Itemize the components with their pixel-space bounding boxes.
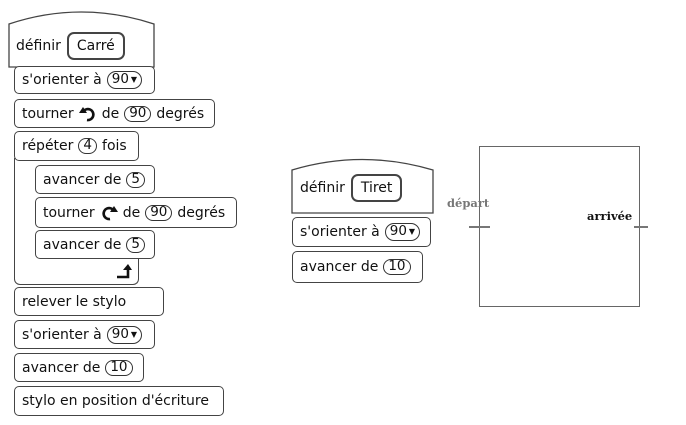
define-label: définir	[16, 38, 61, 54]
orient-block-2[interactable]: s'orienter à 90▼	[14, 320, 155, 349]
orient-value: 90	[112, 73, 129, 87]
move-block-2[interactable]: avancer de 5	[35, 230, 155, 259]
dropdown-arrow-icon: ▼	[131, 331, 137, 339]
orient-block-tiret[interactable]: s'orienter à 90▼	[292, 217, 431, 247]
move-value-input[interactable]: 5	[126, 172, 145, 188]
rotate-ccw-icon	[79, 106, 97, 122]
turn-label: tourner	[43, 206, 95, 220]
move-value-input[interactable]: 5	[126, 237, 145, 253]
pen-up-label: relever le stylo	[22, 295, 126, 309]
turn-de-label: de	[123, 206, 141, 220]
move-label: avancer de	[22, 361, 100, 375]
pen-up-block[interactable]: relever le stylo	[14, 287, 164, 316]
dropdown-arrow-icon: ▼	[131, 76, 137, 84]
move-label: avancer de	[300, 260, 378, 274]
orient-block[interactable]: s'orienter à 90▼	[14, 66, 155, 94]
turn-degrees-label: degrés	[177, 206, 225, 220]
orient-dropdown[interactable]: 90▼	[385, 223, 420, 241]
move-label: avancer de	[43, 173, 121, 187]
turn-degrees-label: degrés	[156, 107, 204, 121]
move-value-input[interactable]: 10	[105, 360, 132, 376]
repeat-count-input[interactable]: 4	[78, 138, 97, 154]
orient-value: 90	[390, 225, 407, 239]
pen-down-block[interactable]: stylo en position d'écriture	[14, 386, 224, 416]
orient-dropdown[interactable]: 90▼	[107, 326, 142, 344]
move-block-1[interactable]: avancer de 5	[35, 165, 155, 194]
orient-label: s'orienter à	[22, 328, 102, 342]
orient-label: s'orienter à	[22, 73, 102, 87]
procedure-name-carre[interactable]: Carré	[67, 32, 125, 60]
figure-frame	[479, 146, 640, 307]
end-label: arrivée	[587, 209, 632, 223]
start-marker	[469, 226, 490, 228]
turn-value-input[interactable]: 90	[145, 205, 172, 221]
end-marker	[634, 226, 648, 228]
move-value-input[interactable]: 10	[383, 259, 410, 275]
loop-arrow-icon	[116, 264, 132, 279]
turn-value-input[interactable]: 90	[124, 106, 151, 122]
pen-down-label: stylo en position d'écriture	[22, 394, 209, 408]
orient-label: s'orienter à	[300, 225, 380, 239]
turn-left-block[interactable]: tourner de 90 degrés	[14, 99, 215, 128]
turn-right-block[interactable]: tourner de 90 degrés	[35, 197, 237, 228]
orient-dropdown[interactable]: 90▼	[107, 71, 142, 89]
turn-de-label: de	[102, 107, 120, 121]
repeat-label: répéter	[22, 139, 73, 153]
dropdown-arrow-icon: ▼	[409, 228, 415, 236]
move-block-tiret[interactable]: avancer de 10	[292, 251, 423, 283]
repeat-block[interactable]: répéter 4 fois	[14, 131, 139, 161]
define-label: définir	[300, 180, 345, 196]
start-label: départ	[447, 196, 489, 210]
move-label: avancer de	[43, 238, 121, 252]
orient-value: 90	[112, 328, 129, 342]
repeat-block-arm	[14, 158, 36, 268]
move-block-3[interactable]: avancer de 10	[14, 353, 144, 382]
rotate-cw-icon	[100, 205, 118, 221]
repeat-block-foot	[14, 259, 139, 285]
repeat-times-label: fois	[102, 139, 127, 153]
turn-label: tourner	[22, 107, 74, 121]
procedure-name-tiret[interactable]: Tiret	[351, 174, 403, 202]
